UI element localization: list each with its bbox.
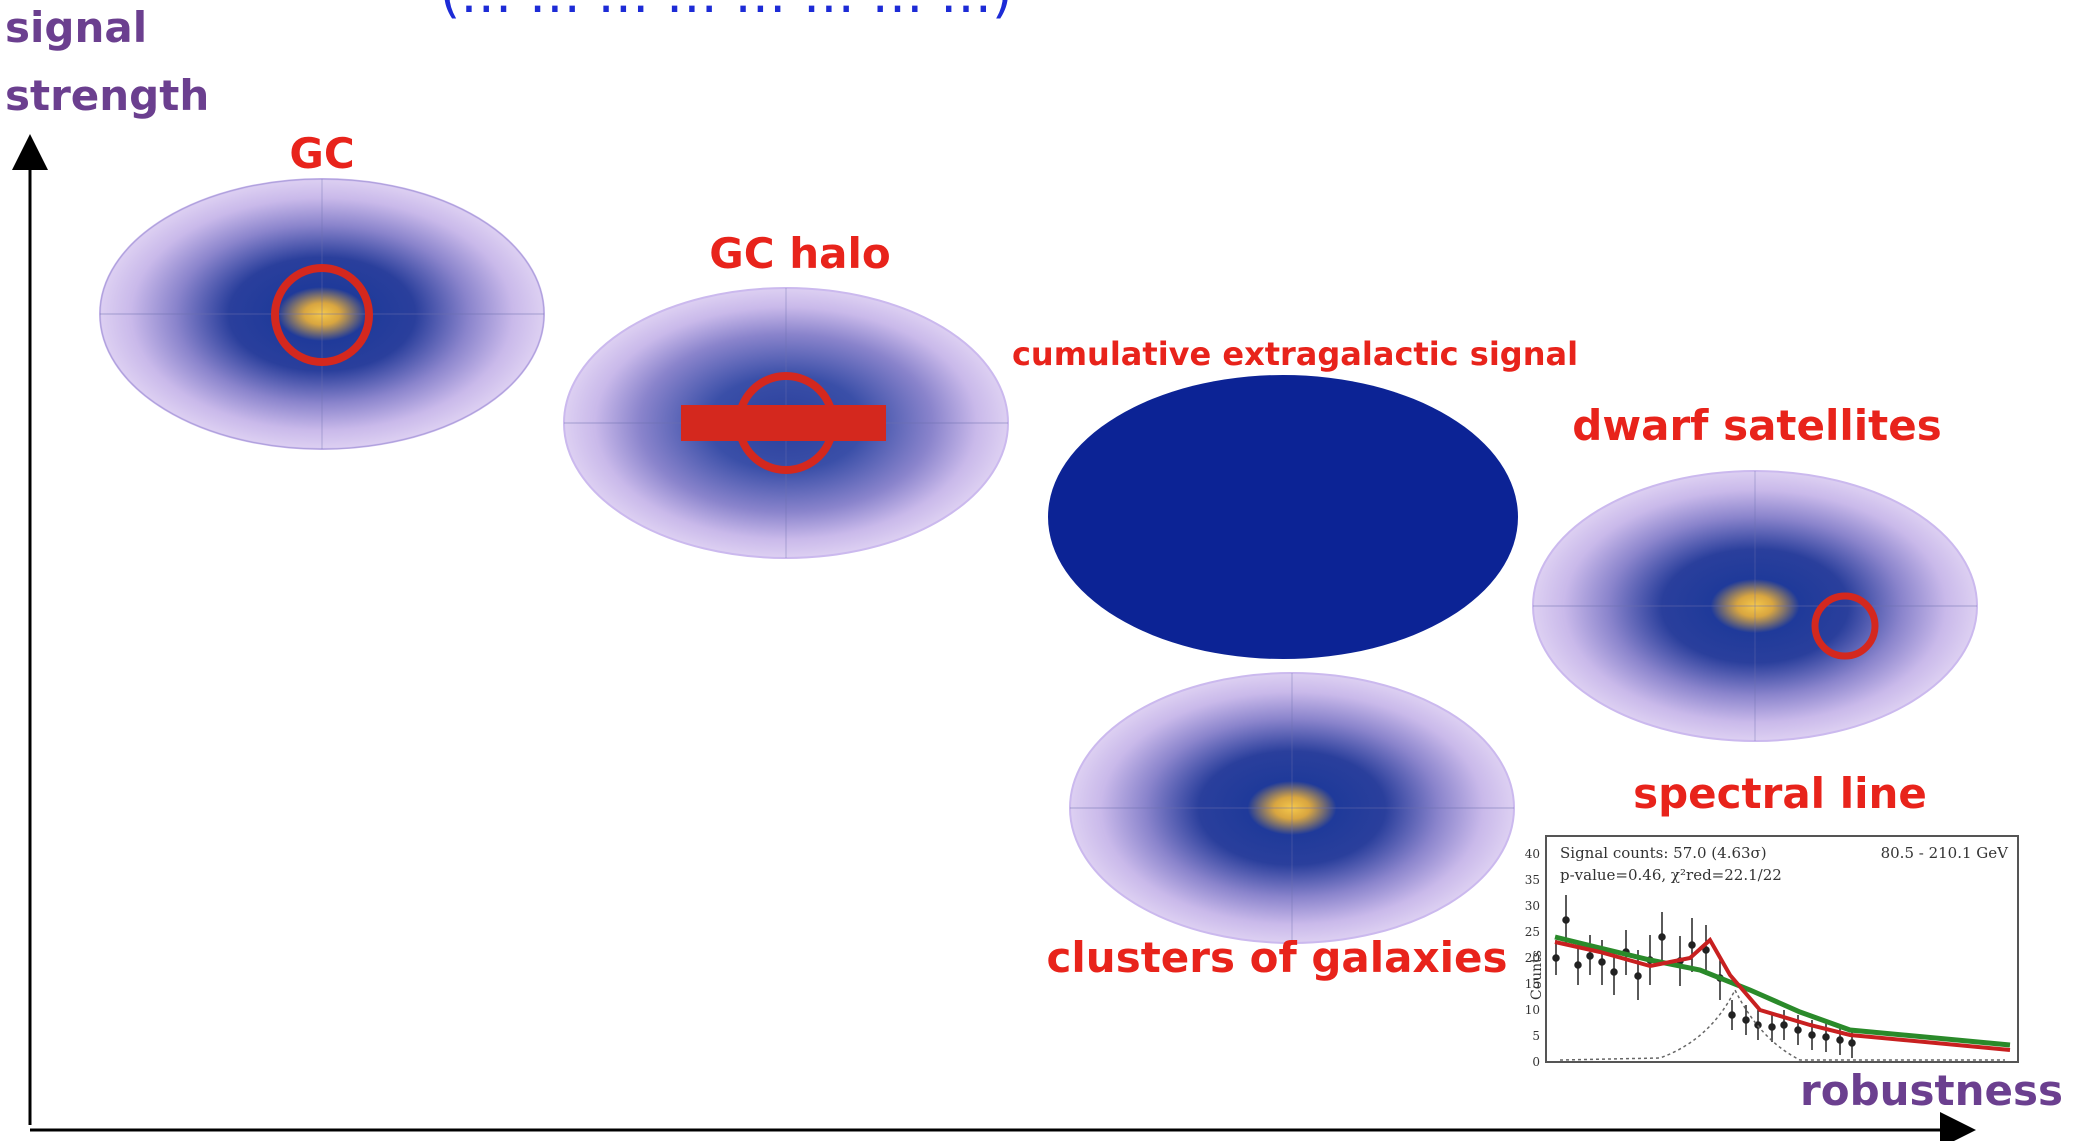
- spectrum-ytick: 10: [1525, 1003, 1540, 1017]
- spectrum-ytick: 40: [1525, 847, 1540, 861]
- y-axis-label-line2: strength: [5, 71, 209, 120]
- x-axis-label: robustness: [1800, 1066, 2063, 1115]
- spectrum-model-red: [1554, 936, 2011, 1052]
- spectrum-ytick: 0: [1532, 1055, 1540, 1069]
- gc-label: GC: [289, 129, 354, 178]
- gc-skymap: [99, 178, 545, 450]
- spectrum-ytick: 35: [1525, 873, 1540, 887]
- spectrum-yticks: 0 5 10 15 20 25 30 35 40: [1525, 847, 1540, 1069]
- gc-region-marker: [271, 264, 373, 366]
- spectrum-annotation-2: p-value=0.46, χ²red=22.1/22: [1560, 866, 1782, 884]
- spectrum-ytick: 20: [1525, 951, 1540, 965]
- header-partial: (… … … … … … … …): [440, 0, 1012, 25]
- spectrum-ytick: 15: [1525, 977, 1540, 991]
- clusters-skymap: [1069, 672, 1515, 944]
- spectrum-line-component: [1559, 988, 2005, 1061]
- extragalactic-label: cumulative extragalactic signal: [1012, 335, 1578, 373]
- dwarf-satellites-skymap: [1532, 470, 1978, 742]
- spectrum-ytick: 30: [1525, 899, 1540, 913]
- gc-halo-band-mask: [681, 405, 886, 441]
- extragalactic-sky-ellipse: [1048, 375, 1518, 659]
- spectrum-inset: Signal counts: 57.0 (4.63σ) p-value=0.46…: [1525, 835, 2019, 1069]
- y-axis-label-line1: signal: [5, 3, 147, 52]
- dwarf-region-marker: [1811, 592, 1879, 660]
- gc-halo-label: GC halo: [709, 229, 890, 278]
- gc-halo-skymap: [563, 287, 1009, 559]
- spectrum-annotation-1: Signal counts: 57.0 (4.63σ): [1560, 844, 1767, 862]
- spectrum-ytick: 25: [1525, 925, 1540, 939]
- clusters-label: clusters of galaxies: [1047, 933, 1508, 982]
- dwarf-satellites-label: dwarf satellites: [1572, 401, 1941, 450]
- spectrum-energy-range: 80.5 - 210.1 GeV: [1881, 844, 2010, 862]
- spectrum-model-green: [1554, 934, 2011, 1048]
- spectrum-ytick: 5: [1532, 1029, 1540, 1043]
- spectral-line-label: spectral line: [1633, 769, 1927, 818]
- spectrum-ylabel: Counts: [1529, 950, 1545, 1000]
